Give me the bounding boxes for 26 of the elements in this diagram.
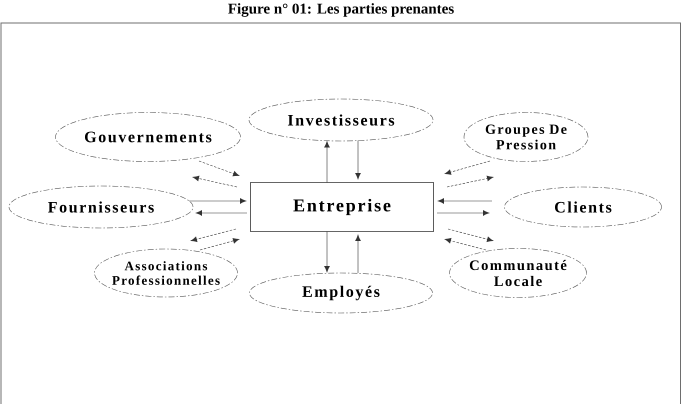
arrow bbox=[324, 141, 330, 183]
arrow bbox=[198, 160, 240, 176]
center-box: Entreprise bbox=[250, 182, 434, 232]
arrow bbox=[448, 228, 494, 242]
ellipse-node: Groupes De Pression bbox=[464, 112, 588, 162]
arrow bbox=[188, 198, 246, 204]
ellipse-node: Gouvernements bbox=[55, 112, 241, 162]
arrow bbox=[444, 238, 486, 250]
ellipse-node: Fournisseurs bbox=[8, 186, 194, 228]
arrow bbox=[190, 228, 236, 242]
arrow bbox=[436, 210, 490, 216]
ellipse-node: Clients bbox=[504, 186, 662, 228]
arrow bbox=[196, 210, 248, 216]
arrow bbox=[446, 176, 494, 188]
arrow bbox=[192, 176, 238, 188]
arrow bbox=[200, 238, 240, 250]
arrow bbox=[355, 140, 361, 180]
ellipse-node: Associations Professionnelles bbox=[94, 248, 238, 298]
ellipse-node: Employés bbox=[249, 272, 433, 314]
ellipse-node: Investisseurs bbox=[248, 98, 434, 142]
arrow bbox=[355, 234, 361, 274]
ellipse-node: Communauté Locale bbox=[449, 248, 587, 298]
figure-title: Figure n° 01: Les parties prenantes bbox=[228, 3, 454, 17]
arrow bbox=[324, 231, 330, 272]
arrow bbox=[444, 160, 490, 175]
arrow bbox=[438, 198, 492, 204]
